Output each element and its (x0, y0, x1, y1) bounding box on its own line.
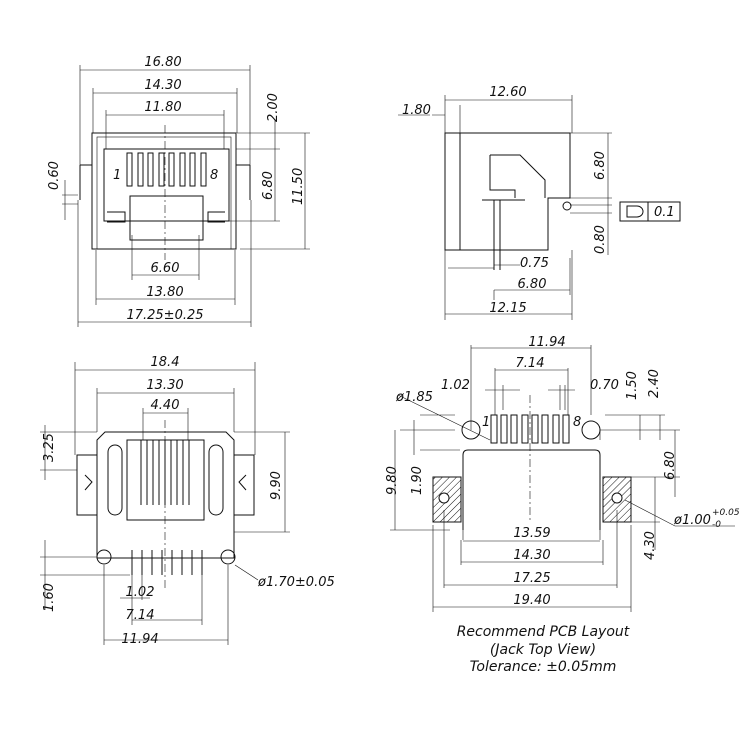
dim-bottom-overall-width: 18.4 (151, 355, 180, 370)
bottom-pins (131, 440, 203, 575)
dim-pad-span: 7.14 (516, 356, 545, 371)
dim-tab-position: 3.25 (42, 433, 57, 462)
dim-opening-height: 6.80 (261, 171, 276, 200)
pad-label-last: 8 (573, 415, 581, 430)
dim-opening-width: 11.80 (144, 100, 181, 115)
dim-bottom-body-width: 13.30 (146, 378, 183, 393)
dim-pin-span: 7.14 (126, 608, 155, 623)
dim-overall-width: 16.80 (144, 55, 181, 70)
dim-pin-offset: 6.80 (518, 277, 547, 292)
dim-standoff: 0.80 (593, 225, 608, 254)
caption-tolerance: Tolerance: ±0.05mm (470, 659, 617, 675)
side-body-outline (444, 132, 571, 251)
pcb-layout-view: 1 8 11.94 7.14 1.02 0.70 ø1.85 1.50 2.40… (385, 335, 740, 675)
pin-label-first: 1 (113, 168, 121, 183)
dim-shield-hole-plus-tol: +0.05 (712, 508, 740, 518)
dim-hole-diameter: ø1.85 (395, 390, 433, 405)
dim-body-width: 13.80 (146, 285, 183, 300)
jack-body-outline (91, 132, 237, 250)
pin-label-last: 8 (210, 168, 218, 183)
bottom-view: 18.4 13.30 4.40 3.25 9.90 ø1.70±0.05 1.6… (40, 355, 335, 647)
mounting-post-right (220, 549, 236, 565)
dim-shield-hole-minus-tol: -0 (712, 520, 721, 530)
dim-shield-pad-offset: 6.80 (663, 451, 678, 480)
dim-shield-width: 14.30 (144, 78, 181, 93)
mounting-post-left (96, 549, 112, 565)
dim-plug-width: 6.60 (151, 261, 180, 276)
dim-shield-pad-length: 4.30 (643, 531, 658, 560)
dim-post-diameter: ø1.70±0.05 (257, 575, 335, 590)
dim-body-depth: 12.60 (489, 85, 526, 100)
tolerance-value: 0.1 (654, 205, 675, 220)
dim-side-height: 6.80 (593, 151, 608, 180)
contact-pins (126, 152, 207, 187)
dim-hole-span: 11.94 (528, 335, 565, 350)
dim-shield-hole-diameter: ø1.00 +0.05 -0 (673, 508, 740, 530)
caption-title: Recommend PCB Layout (457, 624, 630, 640)
side-view: 0.1 1.80 12.60 6.80 0.80 0.75 6.80 12.15 (398, 85, 681, 320)
flatness-icon (626, 205, 644, 218)
dim-total-depth: 12.15 (489, 301, 526, 316)
dim-shield-pad-span: 19.40 (513, 593, 550, 608)
dim-layout-depth: 9.80 (385, 466, 400, 495)
pad-label-first: 1 (482, 415, 490, 430)
dim-bottom-opening: 4.40 (151, 398, 180, 413)
body-outline (462, 449, 601, 530)
pcb-pads (490, 414, 570, 444)
dim-bottom-depth: 9.90 (269, 471, 284, 500)
jack-opening (103, 148, 230, 222)
dim-overall-height: 11.50 (291, 168, 306, 205)
dim-pad-length: 2.40 (647, 369, 662, 398)
dim-pad-offset: 1.50 (625, 371, 640, 400)
dim-post-span: 11.94 (121, 632, 158, 647)
dim-tab-thickness: 0.60 (47, 161, 62, 190)
dim-pin-pitch: 1.02 (126, 585, 155, 600)
dim-pad-width: 0.70 (590, 378, 619, 393)
dim-front-offset: 1.80 (402, 103, 431, 118)
dim-shield-hole-span: 17.25 (513, 571, 550, 586)
mounting-hole-right (581, 420, 601, 440)
dim-shield-hole-value: ø1.00 (673, 513, 711, 528)
front-view: 1 8 16.80 14.30 11.80 2.00 0.60 6.80 11.… (47, 55, 310, 327)
dim-pin-width: 0.75 (520, 256, 549, 271)
dim-top-offset: 2.00 (266, 93, 281, 122)
caption-subtitle: (Jack Top View) (490, 642, 596, 658)
dim-body-outer-width: 14.30 (513, 548, 550, 563)
dim-tab-span: 17.25±0.25 (126, 308, 203, 323)
dim-body-offset: 1.90 (410, 466, 425, 495)
dim-body-inner-width: 13.59 (513, 526, 550, 541)
dim-pin-row-offset: 1.60 (42, 583, 57, 612)
dim-pad-pitch: 1.02 (441, 378, 470, 393)
geometric-tolerance-frame (619, 201, 681, 222)
